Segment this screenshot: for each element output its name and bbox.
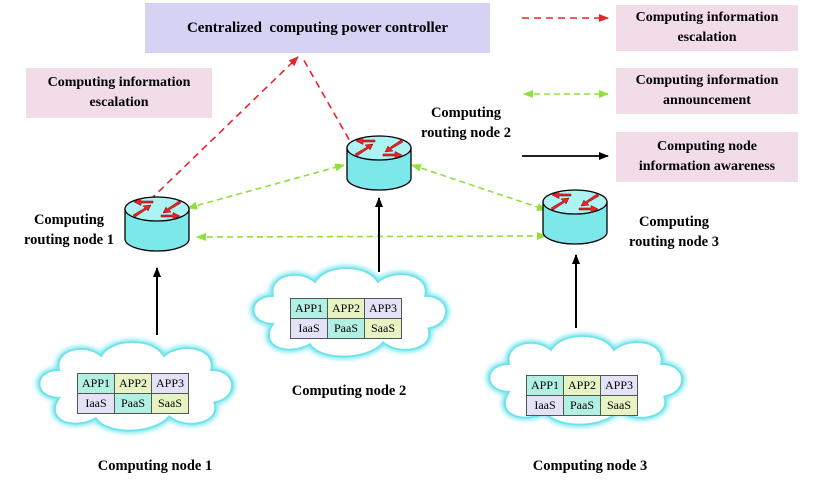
paas-cell: PaaS (563, 395, 601, 416)
paas-cell: PaaS (114, 393, 152, 414)
app3-cell: APP3 (600, 375, 638, 396)
controller-title-text: Centralized computing power controller (186, 20, 449, 36)
node-label-2: Computing node 2 (291, 383, 407, 399)
app3-cell: APP3 (364, 298, 402, 319)
app1-cell: APP1 (526, 375, 564, 396)
service-table-node-2: APP1 APP2 APP3 IaaS PaaS SaaS (290, 298, 402, 339)
legend-escalation-line2: escalation (677, 30, 737, 45)
router-icon-1 (124, 196, 190, 252)
legend-announcement-line2: announcement (663, 93, 751, 108)
router-label-1: Computing routing node 1 (14, 210, 124, 250)
legend-awareness-line1: Computing node (657, 139, 757, 154)
legend-box-announcement (616, 68, 798, 114)
legend-announcement-label: Computing information announcement (616, 68, 798, 114)
node-label-3: Computing node 3 (532, 458, 648, 474)
saas-cell: SaaS (600, 395, 638, 416)
saas-cell: SaaS (151, 393, 189, 414)
router-icon-3 (542, 189, 608, 245)
escalation-note: Computing information escalation (26, 68, 212, 118)
legend-box-awareness (616, 132, 798, 182)
service-table-node-3: APP1 APP2 APP3 IaaS PaaS SaaS (526, 375, 638, 416)
router-label-3-line1: Computing (638, 214, 710, 230)
iaas-cell: IaaS (77, 393, 115, 414)
escalation-note-line1: Computing information (47, 75, 191, 90)
app2-cell: APP2 (327, 298, 365, 319)
router-label-2-line2: routing node 2 (421, 125, 511, 141)
router-label-2-line1: Computing (430, 105, 502, 121)
legend-escalation-label: Computing information escalation (616, 5, 798, 51)
app3-cell: APP3 (151, 373, 189, 394)
iaas-cell: IaaS (290, 318, 328, 339)
app1-cell: APP1 (77, 373, 115, 394)
router-label-1-line2: routing node 1 (24, 232, 114, 248)
router-icon-2 (346, 135, 412, 191)
router-label-2: Computing routing node 2 (404, 103, 528, 143)
legend-box-escalation (616, 5, 798, 51)
router-label-3: Computing routing node 3 (612, 212, 736, 252)
router-label-1-line1: Computing (33, 212, 105, 228)
announce-line-2-3 (411, 164, 547, 211)
legend-announcement-line1: Computing information (635, 73, 779, 88)
app2-cell: APP2 (563, 375, 601, 396)
announce-line-1-2 (187, 163, 345, 210)
escalation-line-router1 (149, 56, 299, 201)
app1-cell: APP1 (290, 298, 328, 319)
legend-awareness-line2: information awareness (638, 159, 776, 174)
controller-box (145, 3, 490, 53)
legend-escalation-line1: Computing information (635, 10, 779, 25)
node-label-1: Computing node 1 (97, 458, 213, 474)
announce-line-1-3 (196, 232, 547, 241)
escalation-note-line2: escalation (89, 95, 149, 110)
legend-awareness-label: Computing node information awareness (616, 132, 798, 182)
escalation-line-router2 (301, 56, 356, 151)
service-table-node-1: APP1 APP2 APP3 IaaS PaaS SaaS (77, 373, 189, 414)
paas-cell: PaaS (327, 318, 365, 339)
iaas-cell: IaaS (526, 395, 564, 416)
controller-title: Centralized computing power controller (145, 3, 490, 53)
saas-cell: SaaS (364, 318, 402, 339)
app2-cell: APP2 (114, 373, 152, 394)
escalation-note-box (26, 68, 212, 118)
router-label-3-line2: routing node 3 (629, 234, 719, 250)
